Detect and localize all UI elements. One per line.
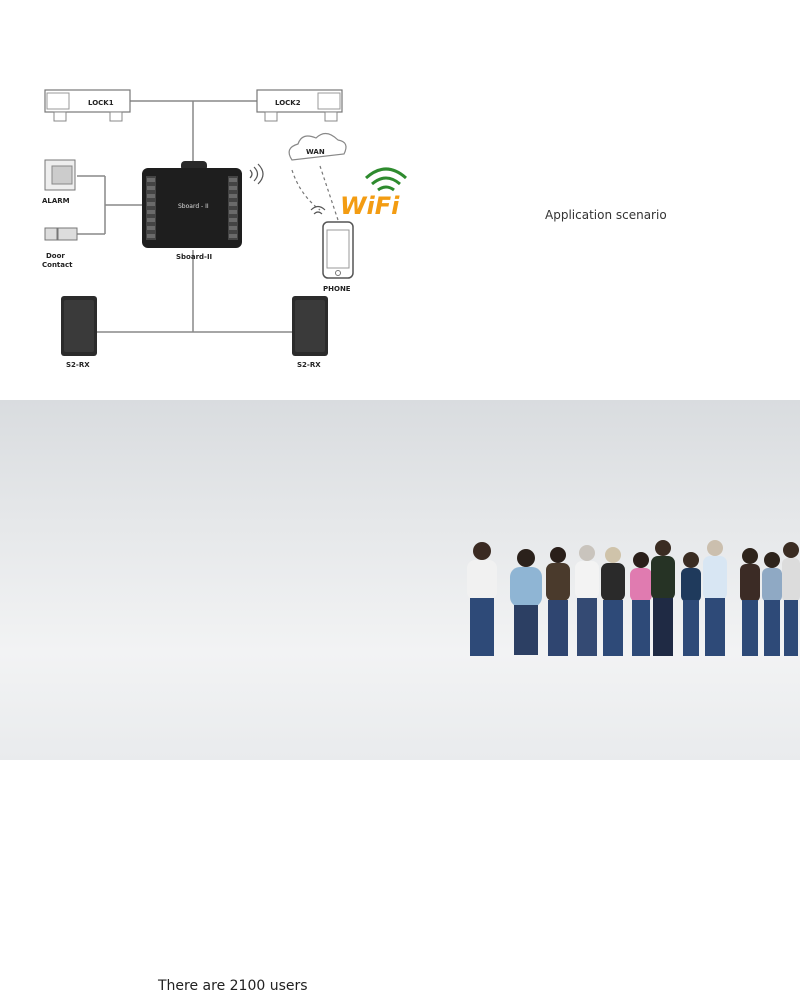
people-line-photo (467, 540, 800, 656)
person-6 (630, 552, 652, 656)
person-4 (575, 545, 599, 656)
wan-cloud-icon: WAN (288, 132, 347, 161)
door-contact-label-1: Door (46, 252, 65, 260)
person-2 (510, 549, 542, 655)
board-label: Sboard-II (176, 253, 212, 261)
alarm-label: ALARM (42, 197, 70, 205)
users-panel: There are 2100 users (0, 400, 800, 994)
application-scenario-caption: Application scenario (545, 208, 667, 222)
lock2-device: LOCK2 (256, 89, 343, 122)
person-7 (651, 540, 675, 656)
sboard-controller: Sboard - II Sboard-II (142, 161, 242, 261)
person-12 (782, 542, 800, 656)
users-count-caption: There are 2100 users (158, 978, 308, 994)
board-signal-icon (249, 163, 264, 185)
wiring-diagram: LOCK1 LOCK2 ALARM Door Contact (42, 89, 408, 369)
board-screen-text: Sboard - II (178, 203, 209, 210)
lock2-label: LOCK2 (275, 99, 301, 107)
person-8 (681, 552, 701, 656)
wifi-text: WiFi (340, 192, 400, 220)
phone-signal-icon (310, 205, 326, 215)
reader-left-device: S2-RX (61, 296, 97, 369)
reader-right-label: S2-RX (297, 361, 321, 369)
wiring-lines (77, 100, 298, 333)
reader-left-label: S2-RX (66, 361, 90, 369)
lock1-device: LOCK1 (44, 89, 131, 122)
person-3 (546, 547, 570, 656)
person-9 (703, 540, 727, 656)
wan-label: WAN (306, 148, 325, 156)
person-11 (762, 552, 782, 656)
alarm-device: ALARM (42, 159, 76, 205)
person-5 (601, 547, 625, 656)
bottom-strip (0, 760, 800, 800)
door-contact-device: Door Contact (42, 227, 78, 269)
lock1-label: LOCK1 (88, 99, 114, 107)
application-diagram-panel: LOCK1 LOCK2 ALARM Door Contact (0, 0, 800, 400)
wifi-arcs-icon (364, 167, 408, 192)
phone-device: PHONE (322, 221, 354, 293)
person-10 (740, 548, 760, 656)
phone-label: PHONE (323, 285, 351, 293)
reader-right-device: S2-RX (292, 296, 328, 369)
wireless-links (291, 165, 339, 221)
wifi-logo: WiFi (340, 167, 408, 220)
door-contact-label-2: Contact (42, 261, 73, 269)
person-1 (467, 542, 497, 656)
